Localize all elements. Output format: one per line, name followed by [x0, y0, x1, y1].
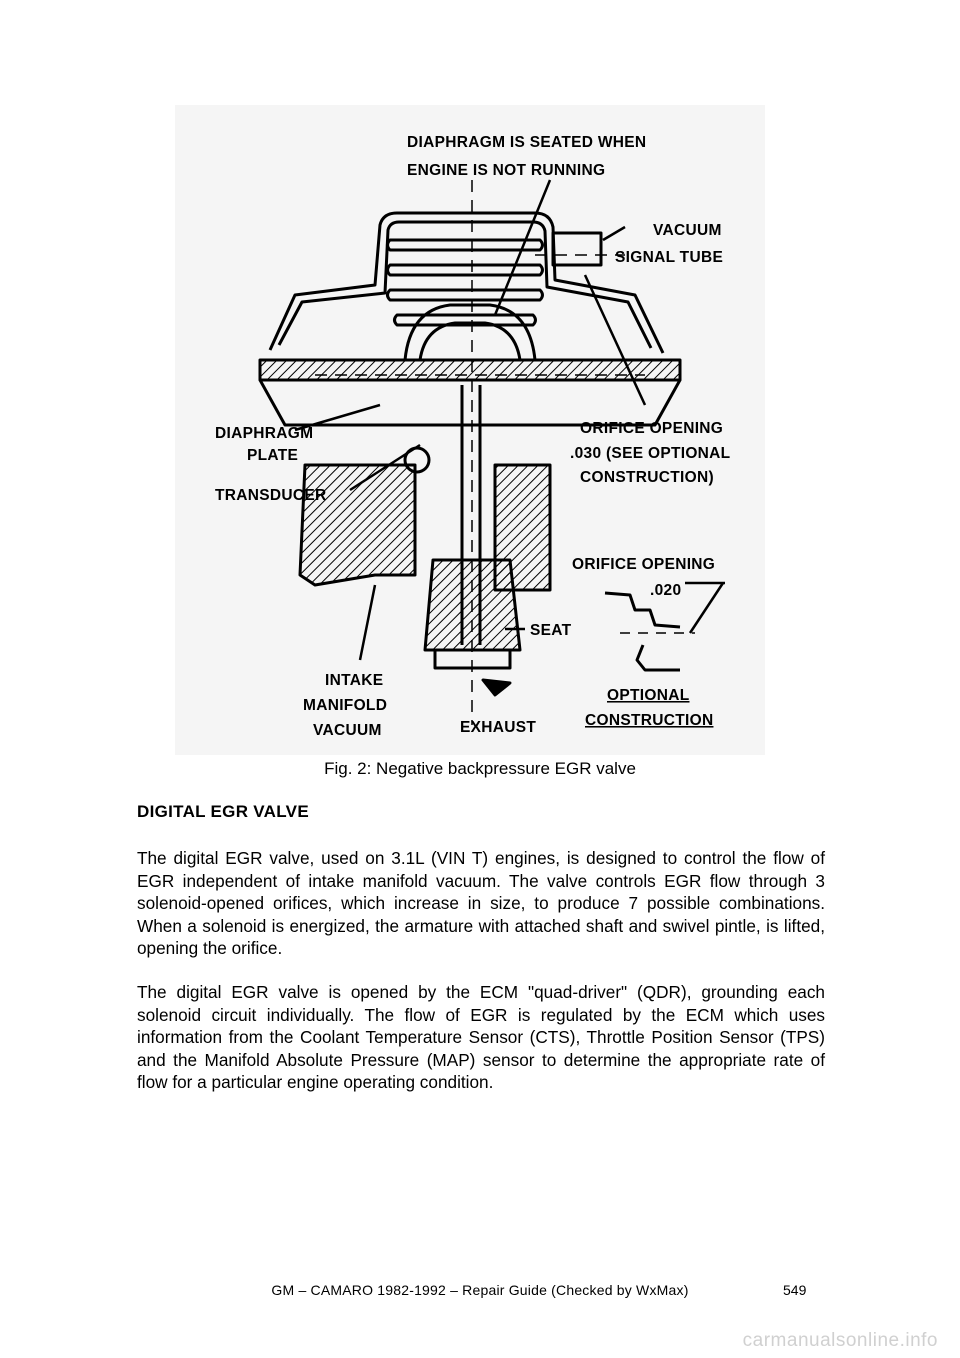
label-exhaust: EXHAUST — [460, 719, 536, 736]
page-number: 549 — [783, 1282, 807, 1298]
body-paragraph-1: The digital EGR valve, used on 3.1L (VIN… — [137, 848, 825, 958]
label-seat: SEAT — [530, 622, 572, 639]
egr-valve-diagram: DIAPHRAGM IS SEATED WHEN ENGINE IS NOT R… — [175, 105, 765, 755]
body-paragraph-2: The digital EGR valve is opened by the E… — [137, 982, 825, 1092]
label-orifice-030-2: .030 (SEE OPTIONAL — [570, 445, 730, 462]
watermark: carmanualsonline.info — [742, 1330, 938, 1351]
label-orifice-020-2: .020 — [650, 582, 681, 599]
label-manifold: MANIFOLD — [303, 697, 387, 714]
label-construction: CONSTRUCTION — [585, 712, 713, 729]
figure-caption: Fig. 2: Negative backpressure EGR valve — [324, 759, 636, 778]
label-diaphragm-seated-1: DIAPHRAGM IS SEATED WHEN — [407, 134, 646, 151]
vacuum-signal-tube — [551, 231, 603, 267]
egr-valve-figure: DIAPHRAGM IS SEATED WHEN ENGINE IS NOT R… — [175, 105, 765, 755]
label-diaphragm: DIAPHRAGM — [215, 425, 313, 442]
label-diaphragm-seated-2: ENGINE IS NOT RUNNING — [407, 162, 605, 179]
label-orifice-030-1: ORIFICE OPENING — [580, 420, 723, 437]
footer-title: GM – CAMARO 1982-1992 – Repair Guide (Ch… — [271, 1282, 689, 1298]
label-intake: INTAKE — [325, 672, 383, 689]
label-signal-tube: SIGNAL TUBE — [615, 249, 723, 266]
section-heading: DIGITAL EGR VALVE — [137, 802, 309, 821]
housing-outline — [268, 211, 665, 354]
label-optional: OPTIONAL — [607, 687, 689, 704]
label-vacuum: VACUUM — [653, 222, 722, 239]
label-orifice-030-3: CONSTRUCTION) — [580, 469, 714, 486]
label-transducer: TRANSDUCER — [215, 487, 327, 504]
label-orifice-020-1: ORIFICE OPENING — [572, 556, 715, 573]
label-vacuum-2: VACUUM — [313, 722, 382, 739]
label-plate: PLATE — [247, 447, 298, 464]
